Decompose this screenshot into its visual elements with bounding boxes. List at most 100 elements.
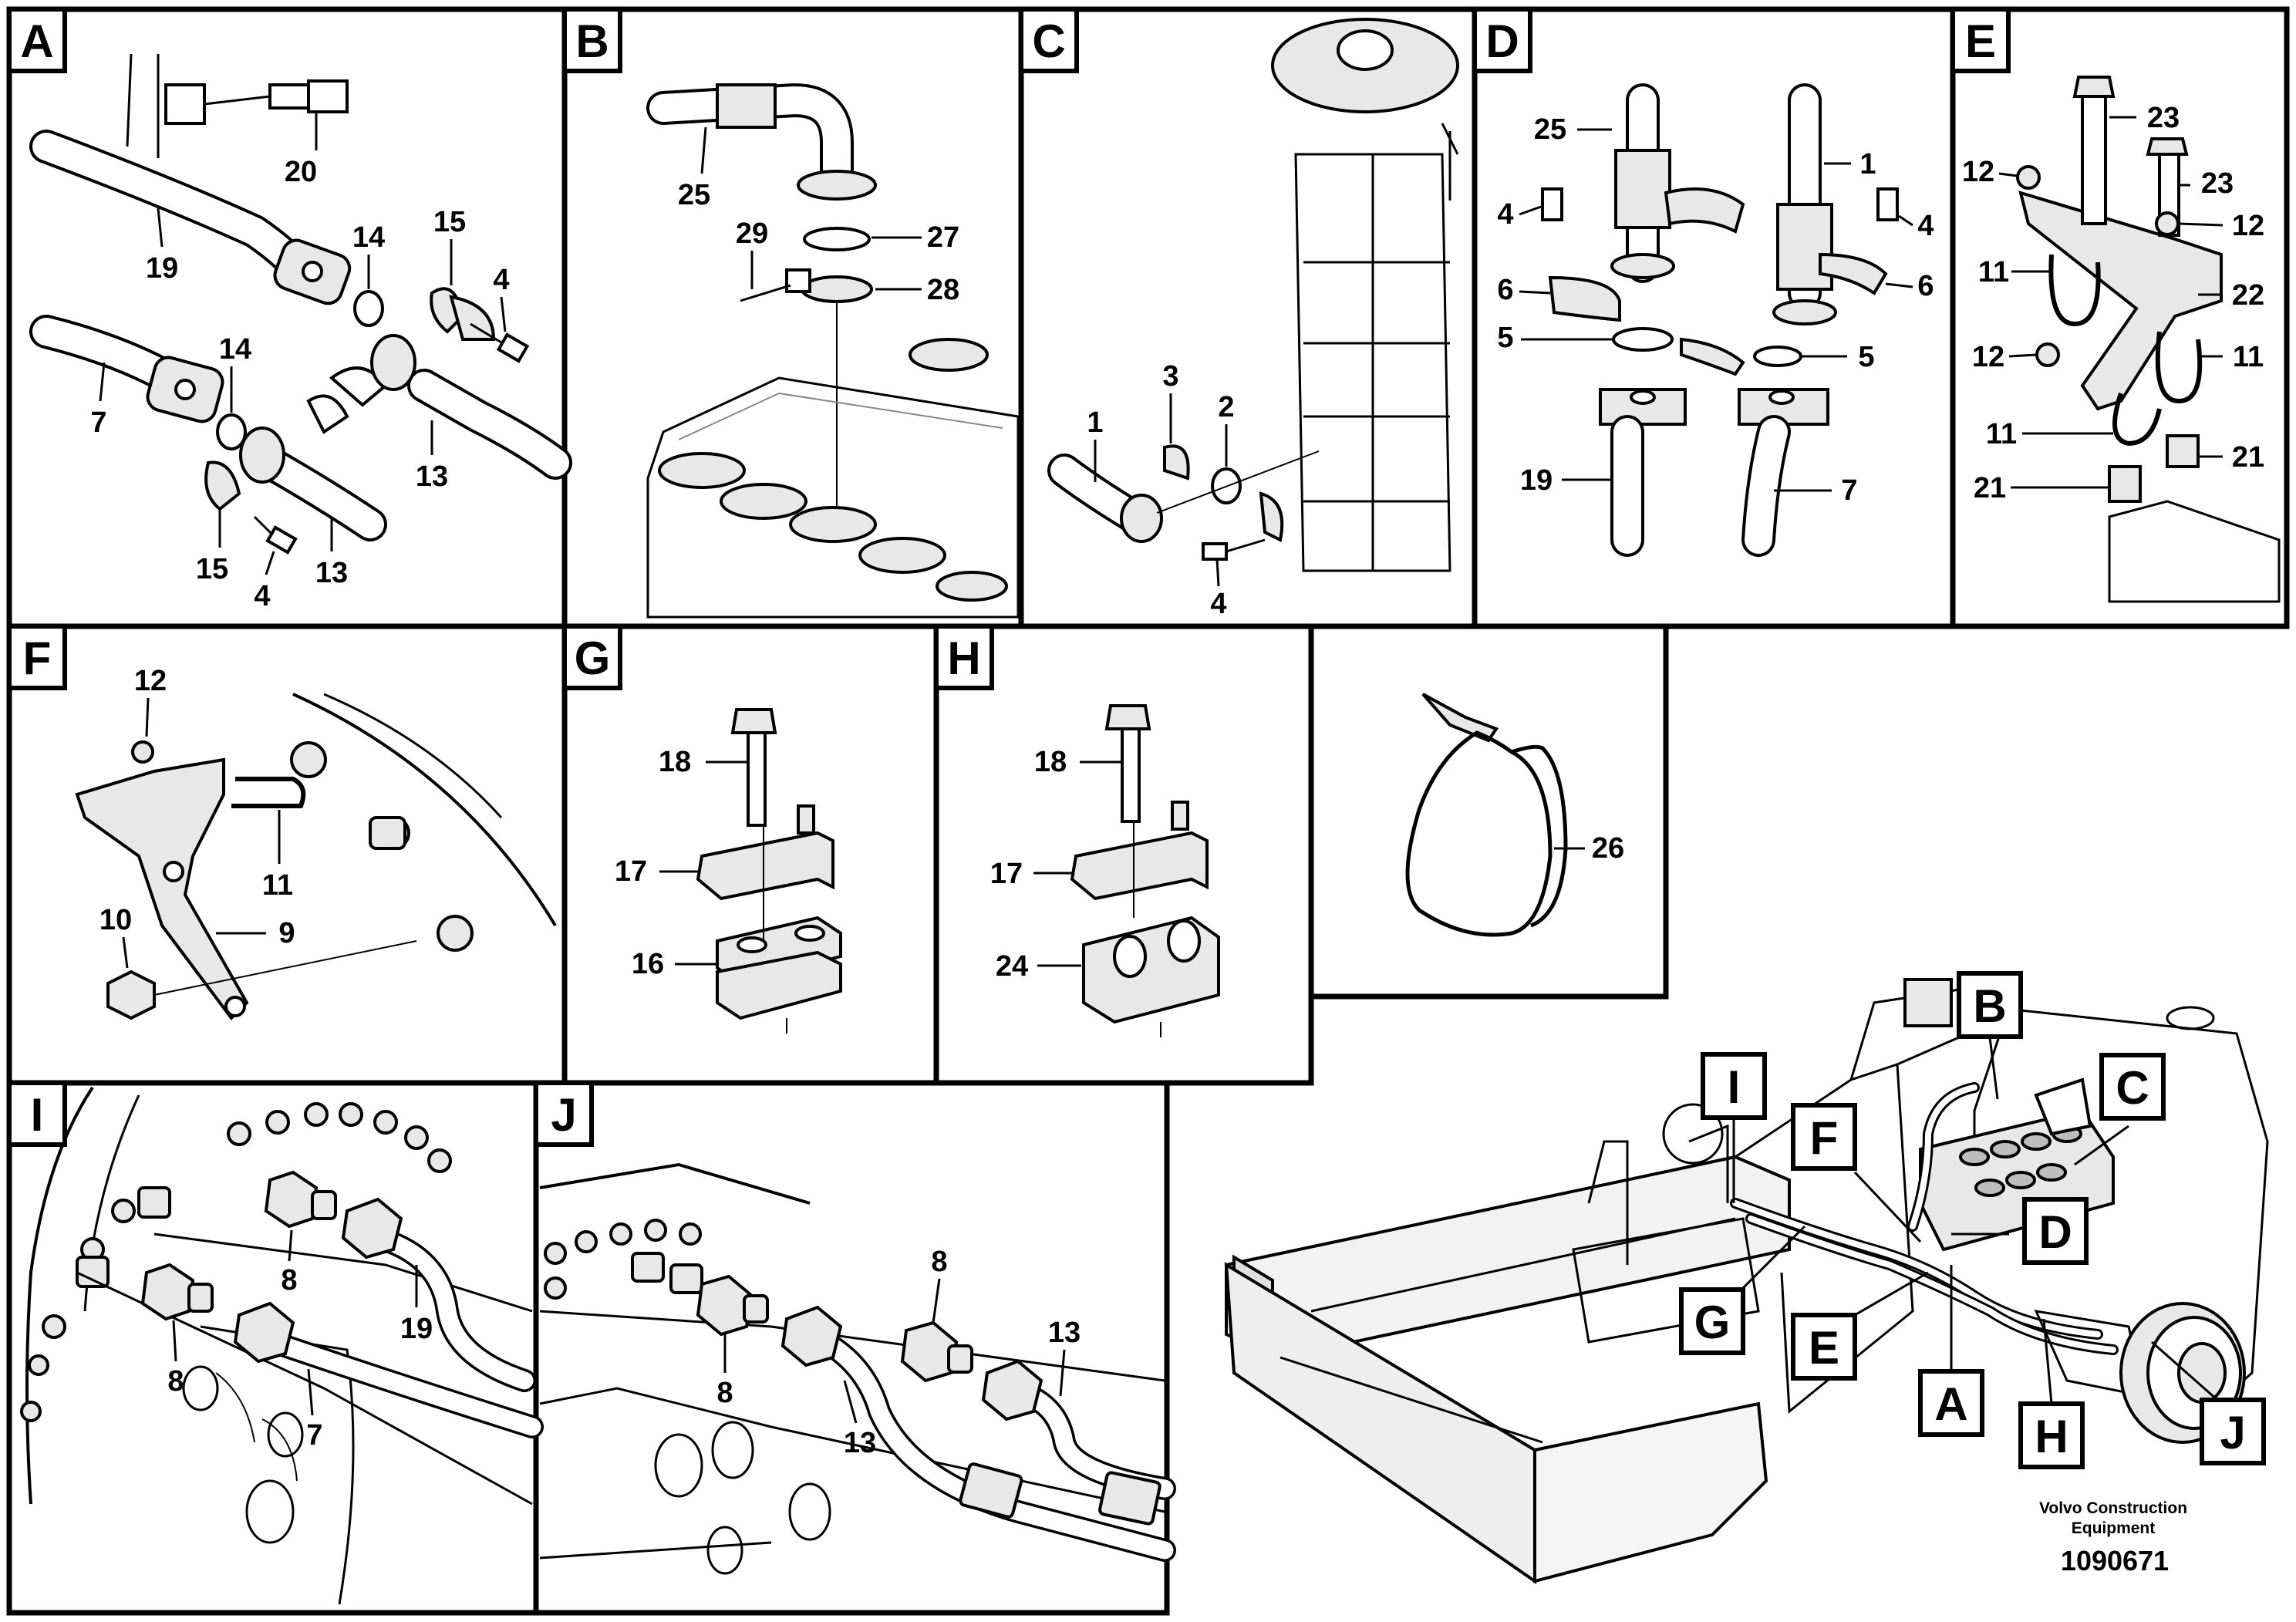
nut-10	[106, 969, 156, 1020]
clamp-16-lower	[716, 950, 842, 1020]
axle-edge-j	[539, 1162, 811, 1205]
strap-26	[1405, 730, 1553, 937]
engine-block-b	[646, 376, 1020, 619]
overview-label-j: J	[2220, 1407, 2245, 1458]
panel-frames	[6, 6, 2290, 1616]
callout-20: 20	[285, 156, 317, 188]
label-box-e	[1950, 7, 2011, 73]
callout-18-h: 18	[1034, 746, 1067, 778]
callout-12c: 12	[1972, 341, 2004, 373]
overview-box-i	[1701, 1052, 1767, 1120]
fitting-j1	[631, 1252, 665, 1283]
overview-label-h: H	[2035, 1411, 2068, 1462]
nut-19-i	[341, 1197, 403, 1259]
callout-13a: 13	[416, 460, 448, 493]
clamp-half-d1	[1664, 187, 1745, 234]
callout-29: 29	[736, 218, 768, 250]
overview-box-a	[1918, 1369, 1984, 1437]
callout-8-j-left: 8	[716, 1377, 733, 1409]
hub-rim-i	[25, 1086, 94, 1505]
strap-tab	[1421, 693, 1499, 743]
bolt-4-d-right	[1876, 187, 1899, 221]
callout-8-i-upper: 8	[281, 1264, 297, 1297]
callout-12b: 12	[2232, 210, 2264, 242]
callout-19: 19	[146, 252, 178, 285]
fitting-i2	[76, 1256, 110, 1288]
u-bolt-11b	[2155, 331, 2203, 404]
label-box-f	[7, 624, 67, 690]
panel-strap-frame	[1308, 623, 1669, 1000]
callout-14a: 14	[352, 221, 385, 254]
callout-5-d-left: 5	[1497, 322, 1513, 354]
bolt-4b	[496, 332, 530, 363]
callout-4-d-left: 4	[1497, 198, 1513, 231]
hub-edge-f	[292, 693, 557, 927]
overview-label-d: D	[2038, 1206, 2072, 1258]
panel-c: 1 3 2 4	[1047, 18, 1459, 620]
label-d: D	[1485, 15, 1519, 67]
callout-15a: 15	[433, 206, 466, 238]
panel-strap: 26	[1405, 693, 1624, 937]
fitting-j2	[669, 1263, 703, 1294]
panel-e: 23 12 23 12 11 22 12 11 11 21 21	[1962, 76, 2281, 603]
label-h: H	[947, 632, 980, 684]
overview-box-f	[1791, 1103, 1857, 1171]
panel-g: 18 17 16	[615, 708, 842, 1034]
u-bolt-11a	[2048, 254, 2101, 327]
label-box-b	[562, 7, 622, 73]
flange-19-d	[1599, 388, 1687, 426]
callout-4-c: 4	[1210, 588, 1226, 620]
label-i: I	[31, 1089, 44, 1141]
callout-9: 9	[278, 917, 295, 949]
label-e: E	[1965, 15, 1996, 67]
panel-d: 25 1 4 4 6 6 5 5 19 7	[1497, 83, 1934, 557]
clamp-half-6-right	[1819, 252, 1888, 295]
u-bolt-11-f	[231, 777, 306, 808]
flange-7-d	[1738, 388, 1829, 426]
callout-2-c: 2	[1218, 391, 1234, 423]
label-c: C	[1032, 15, 1065, 67]
label-box-c	[1019, 7, 1079, 73]
clamp-15	[204, 460, 241, 511]
callout-21b: 21	[1974, 472, 2006, 504]
callout-17-h: 17	[990, 858, 1023, 890]
label-g: G	[575, 632, 611, 684]
overview-box-h	[2018, 1401, 2085, 1469]
bolt-23a	[2081, 91, 2107, 225]
nut-12-f	[131, 740, 154, 764]
bolt-18-g	[747, 731, 767, 827]
frame-e	[2108, 500, 2281, 603]
fitting-f	[369, 816, 406, 850]
overview-box-g	[1679, 1287, 1745, 1355]
nut-7-i	[233, 1301, 295, 1364]
o-ring-5-right	[1753, 346, 1802, 367]
overview-leaders	[1732, 1037, 2218, 1404]
label-box-i	[7, 1081, 67, 1147]
overview-box-e	[1791, 1313, 1857, 1381]
callout-4b: 4	[254, 580, 270, 612]
overview-label-i: I	[1728, 1061, 1741, 1113]
spacer-21b	[2108, 465, 2142, 503]
ferrule-d-left	[1614, 149, 1671, 229]
callout-19-i: 19	[400, 1313, 433, 1345]
panel-b: 25 29 27 28	[646, 83, 1020, 619]
flange-b	[797, 170, 877, 201]
brand-line-2: Equipment	[2072, 1519, 2156, 1537]
nut-8-i-lower	[140, 1263, 195, 1321]
o-ring-14b	[216, 413, 247, 450]
clamp-28	[801, 275, 873, 303]
overview-box-j	[2200, 1398, 2266, 1465]
callout-11a: 11	[1978, 256, 2009, 288]
callout-12a: 12	[1962, 156, 1994, 188]
overview-label-e: E	[1809, 1322, 1839, 1374]
flange-c	[1120, 494, 1163, 543]
panel-d-frame	[1472, 6, 1956, 629]
label-f: F	[23, 632, 52, 684]
callout-17-g: 17	[615, 855, 647, 888]
cylinder-b2	[658, 452, 746, 489]
overview-counterweight	[1533, 1401, 1768, 1583]
callout-8-j-right: 8	[931, 1246, 947, 1278]
overview-frame-plate	[1572, 1217, 1760, 1344]
overview-label-c: C	[2116, 1062, 2149, 1114]
